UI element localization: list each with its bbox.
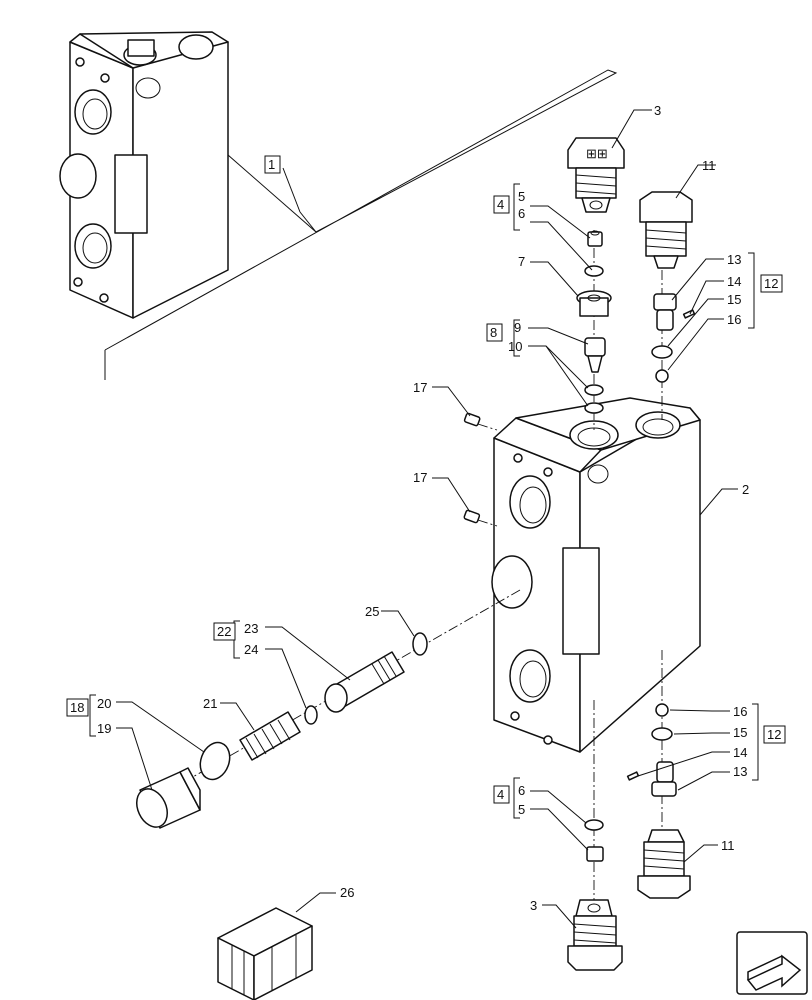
poppet-9 bbox=[584, 337, 606, 373]
check-poppet-13-lower bbox=[651, 761, 677, 797]
spool-23 bbox=[324, 651, 405, 713]
relief-cartridge-upper: ⊞⊞ bbox=[567, 137, 625, 213]
item-17-lower: 17 bbox=[413, 470, 427, 485]
relief-cartridge-lower bbox=[567, 899, 623, 971]
main-valve-block bbox=[491, 397, 701, 753]
item-25: 25 bbox=[365, 604, 379, 619]
item-11-upper: 11 bbox=[702, 158, 716, 173]
next-page-arrow-icon[interactable] bbox=[736, 931, 808, 995]
callout-4-upper: 4 bbox=[497, 197, 504, 212]
pin-14-upper bbox=[682, 309, 696, 319]
item-13-upper: 13 bbox=[727, 252, 741, 267]
callout-18: 18 bbox=[70, 700, 84, 715]
plug-7 bbox=[576, 290, 612, 317]
o-ring-10-a bbox=[584, 384, 604, 396]
ring-24 bbox=[304, 705, 318, 725]
set-screw-17-lower bbox=[463, 509, 481, 524]
pin-14-lower bbox=[626, 771, 640, 781]
check-poppet-13-upper bbox=[653, 293, 677, 331]
ball-16-lower bbox=[655, 703, 669, 717]
set-screw-17-upper bbox=[463, 412, 481, 427]
callout-1: 1 bbox=[268, 157, 275, 172]
item-26: 26 bbox=[340, 885, 354, 900]
item-16-upper: 16 bbox=[727, 312, 741, 327]
item-24: 24 bbox=[244, 642, 258, 657]
spring-21 bbox=[239, 711, 301, 761]
o-ring-15-lower bbox=[651, 727, 673, 741]
item-10: 10 bbox=[508, 339, 522, 354]
callout-4-lower: 4 bbox=[497, 787, 504, 802]
o-ring-10-b bbox=[584, 402, 604, 414]
item-11-lower: 11 bbox=[721, 838, 735, 853]
o-ring-6-upper bbox=[584, 265, 604, 277]
ball-16-upper bbox=[655, 369, 669, 383]
item-20: 20 bbox=[97, 696, 111, 711]
spring-seat-lower bbox=[586, 846, 604, 862]
item-13-lower: 13 bbox=[733, 764, 747, 779]
o-ring-6-lower bbox=[584, 819, 604, 831]
plug-11-lower bbox=[637, 829, 691, 899]
item-17-upper: 17 bbox=[413, 380, 427, 395]
leader-lines bbox=[116, 109, 738, 929]
item-19: 19 bbox=[97, 721, 111, 736]
item-6-lower: 6 bbox=[518, 783, 525, 798]
item-numbers: 3 11 5 6 7 9 10 13 14 15 16 17 17 2 25 2… bbox=[97, 103, 749, 913]
item-15-upper: 15 bbox=[727, 292, 741, 307]
plug-11-upper bbox=[639, 191, 693, 269]
item-3-lower: 3 bbox=[530, 898, 537, 913]
spring-seat-upper bbox=[587, 230, 603, 247]
item-21: 21 bbox=[203, 696, 217, 711]
item-7: 7 bbox=[518, 254, 525, 269]
item-5-lower: 5 bbox=[518, 802, 525, 817]
reference-valve-block bbox=[59, 31, 618, 380]
o-ring-15-upper bbox=[651, 345, 673, 359]
item-3-upper: 3 bbox=[654, 103, 661, 118]
item-9: 9 bbox=[514, 320, 521, 335]
item-14-lower: 14 bbox=[733, 745, 747, 760]
item-14-upper: 14 bbox=[727, 274, 741, 289]
item-6-upper: 6 bbox=[518, 206, 525, 221]
boxed-callouts: 1 4 8 12 22 18 12 4 bbox=[66, 155, 786, 804]
item-23: 23 bbox=[244, 621, 258, 636]
shipping-crate-icon bbox=[217, 907, 313, 1000]
callout-22: 22 bbox=[217, 624, 231, 639]
o-ring-20 bbox=[199, 741, 231, 781]
plug-19 bbox=[136, 767, 201, 829]
item-16-lower: 16 bbox=[733, 704, 747, 719]
item-15-lower: 15 bbox=[733, 725, 747, 740]
callout-12-lower: 12 bbox=[767, 727, 781, 742]
item-5-upper: 5 bbox=[518, 189, 525, 204]
svg-text:⊞⊞: ⊞⊞ bbox=[586, 146, 608, 161]
item-2: 2 bbox=[742, 482, 749, 497]
callout-8: 8 bbox=[490, 325, 497, 340]
callout-12-upper: 12 bbox=[764, 276, 778, 291]
ring-25 bbox=[412, 632, 428, 656]
